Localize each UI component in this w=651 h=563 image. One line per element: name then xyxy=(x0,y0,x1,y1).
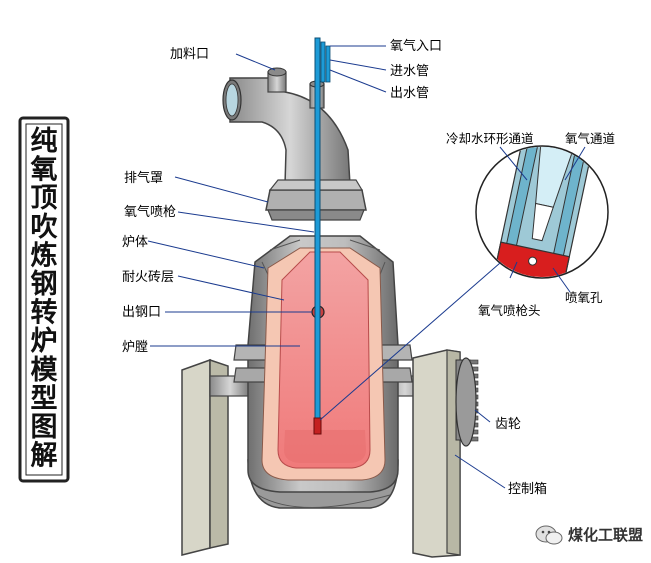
lance-tip-inset xyxy=(475,134,609,283)
label-oxygen-inlet: 氧气入口 xyxy=(390,38,442,54)
watermark: 煤化工联盟 xyxy=(535,525,643,545)
label-oxygen-channel: 氧气通道 xyxy=(565,131,616,146)
label-gear: 齿轮 xyxy=(495,417,521,432)
title-char: 模 xyxy=(31,355,58,386)
title-char: 纯 xyxy=(31,125,58,157)
labels: 加料口 氧气入口 进水管 出水管 排气罩 氧气喷枪 炉体 耐火砖层 出钢口 炉膛… xyxy=(122,38,616,497)
title-char: 图 xyxy=(31,412,58,443)
title-char: 氧 xyxy=(30,155,58,186)
label-tap-hole: 出钢口 xyxy=(122,305,161,320)
label-water-in: 进水管 xyxy=(390,64,429,79)
title-char: 顶 xyxy=(31,183,58,214)
label-oxygen-lance: 氧气喷枪 xyxy=(124,204,176,220)
label-cooling-channel: 冷却水环形通道 xyxy=(446,131,534,146)
leader-lines xyxy=(147,45,586,489)
converter-body xyxy=(233,235,413,509)
title-char: 解 xyxy=(31,441,58,472)
label-refractory-layer: 耐火砖层 xyxy=(122,270,174,285)
label-water-out: 出水管 xyxy=(390,86,429,101)
title-char: 炼 xyxy=(31,239,58,271)
title-char: 吹 xyxy=(31,212,58,243)
title-char: 钢 xyxy=(31,269,58,300)
wechat-icon xyxy=(535,525,563,545)
title-char: 炉 xyxy=(31,326,58,357)
label-oxygen-holes: 喷氧孔 xyxy=(565,290,603,305)
oxygen-lance xyxy=(313,37,331,435)
title-char: 型 xyxy=(31,383,58,414)
label-control-box: 控制箱 xyxy=(508,481,547,497)
watermark-text: 煤化工联盟 xyxy=(568,526,643,544)
gear-icon xyxy=(455,357,479,447)
label-lance-tip: 氧气喷枪头 xyxy=(478,303,541,318)
label-furnace-body: 炉体 xyxy=(122,235,148,250)
label-furnace-chamber: 炉膛 xyxy=(122,340,148,355)
label-exhaust-hood: 排气罩 xyxy=(124,170,163,186)
left-support xyxy=(181,358,251,556)
exhaust-hood xyxy=(222,67,367,221)
label-feed-port: 加料口 xyxy=(170,47,209,62)
title-char: 转 xyxy=(31,298,58,329)
